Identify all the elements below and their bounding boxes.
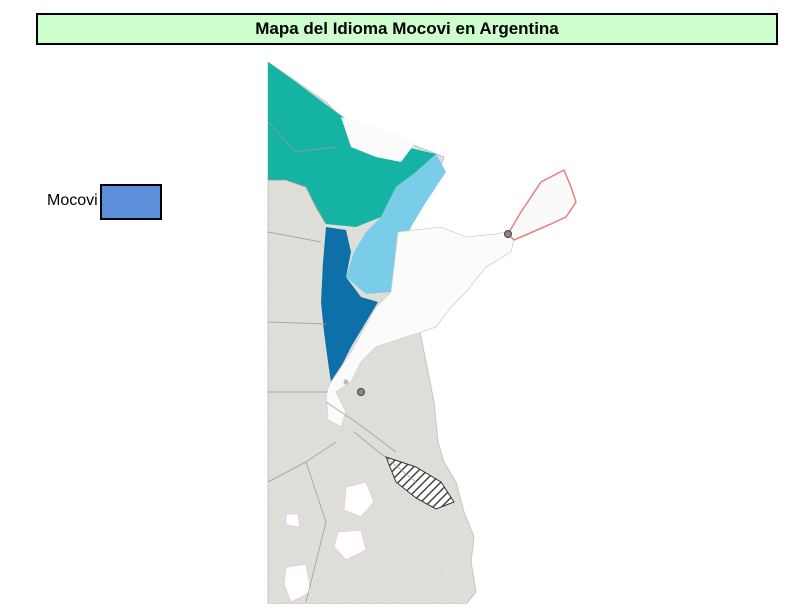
white-spot-4 <box>285 513 301 528</box>
light-blue-region <box>346 154 446 294</box>
city-marker-1 <box>504 230 512 238</box>
white-patch-north <box>341 117 416 162</box>
legend: Mocovi <box>47 180 162 220</box>
dark-blue-region <box>321 227 378 382</box>
city-marker-3 <box>343 379 349 385</box>
white-spot-3 <box>283 563 312 603</box>
legend-swatch-mocovi <box>99 184 162 220</box>
city-marker-2 <box>357 388 365 396</box>
pink-outlined-region <box>507 168 577 241</box>
province-borders <box>267 121 417 603</box>
map-title: Mapa del Idioma Mocovi en Argentina <box>36 13 778 45</box>
argentina-map <box>266 62 596 604</box>
white-spot-2 <box>333 529 367 561</box>
legend-label-mocovi: Mocovi <box>47 192 98 209</box>
white-spot-1 <box>343 481 375 518</box>
hatched-region <box>385 456 455 510</box>
